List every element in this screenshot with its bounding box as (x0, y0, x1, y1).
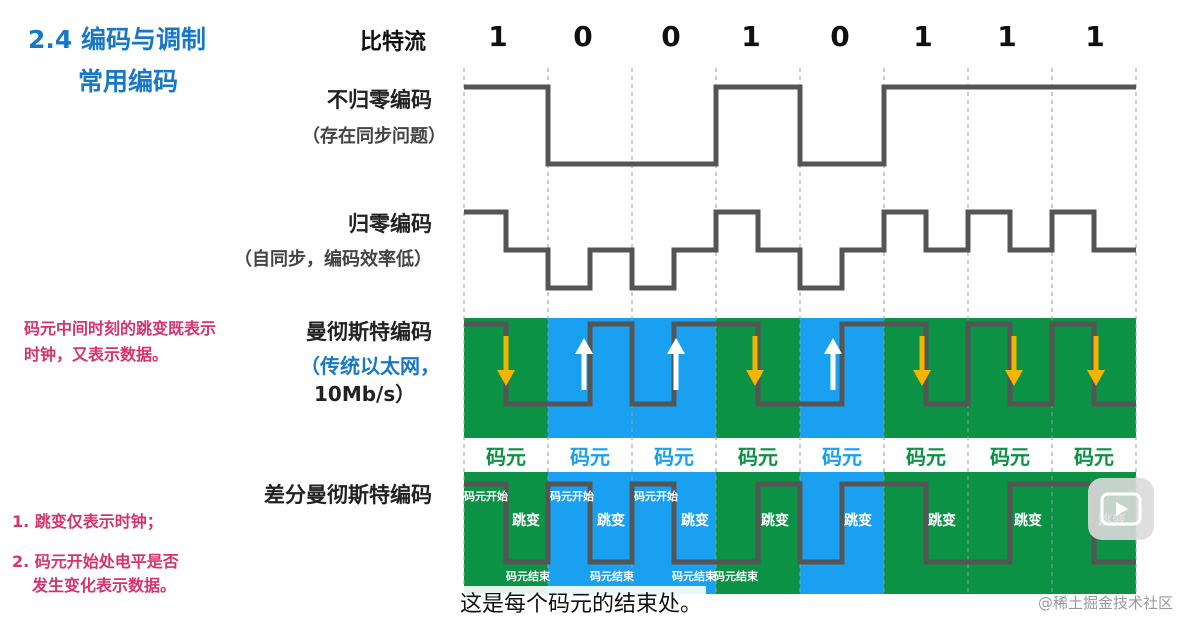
diff-jump-label-5: 跳变 (844, 512, 872, 529)
diff-note-2-line1: 2. 码元开始处电平是否 (12, 552, 179, 571)
rz-note: （自同步，编码效率低） (234, 249, 432, 270)
diff-end-label-3: 码元结束 (672, 569, 717, 583)
diff-end-labels: 码元结束 码元结束 码元结束 码元结束 (506, 569, 759, 583)
up-arrow-icon (575, 338, 593, 390)
bit-7: 1 (997, 20, 1017, 53)
nrz-label: 不归零编码 (327, 88, 432, 112)
symbol-labels: 码元 码元 码元 码元 码元 码元 码元 码元 (486, 445, 1114, 469)
manchester-side-note: 码元中间时刻的跳变既表示 时钟，又表示数据。 (24, 316, 216, 368)
diff-jump-label-7: 跳变 (1014, 512, 1042, 529)
bit-4: 1 (741, 20, 761, 53)
diff-jump-label-1: 跳变 (512, 512, 540, 529)
diff-note-2-line2: 发生变化表示数据。 (32, 576, 177, 595)
watermark: @稀土掘金技术社区 (1038, 594, 1174, 612)
diff-note-2: 2. 码元开始处电平是否 发生变化表示数据。 (12, 550, 179, 598)
bit-6: 1 (913, 20, 933, 53)
bit-3: 0 (661, 20, 681, 53)
manchester-note-line2: 10Mb/s） (314, 382, 416, 406)
diff-start-labels: 码元开始 码元开始 码元开始 (464, 489, 678, 503)
symbol-label-4: 码元 (738, 445, 778, 469)
manchester-side-note-line2: 时钟，又表示数据。 (24, 345, 169, 364)
diff-start-label-1: 码元开始 (464, 489, 508, 503)
diff-end-label-2: 码元结束 (590, 569, 635, 583)
bit-1: 1 (488, 20, 508, 53)
nrz-waveform (464, 84, 1136, 167)
diff-note-1: 1. 跳变仅表示时钟； (12, 512, 163, 531)
manchester-waveform (464, 321, 1136, 407)
diff-jump-label-3: 跳变 (681, 512, 709, 529)
symbol-label-6: 码元 (906, 445, 946, 469)
manchester-side-note-line1: 码元中间时刻的跳变既表示 (24, 319, 217, 338)
nrz-note: （存在同步问题） (302, 126, 446, 147)
manchester-note: （传统以太网， 10Mb/s） (300, 352, 440, 408)
down-arrow-icon (1087, 336, 1105, 386)
bit-2: 0 (573, 20, 593, 53)
symbol-label-8: 码元 (1074, 445, 1114, 469)
section-title: 2.4 编码与调制 (28, 25, 206, 54)
diff-end-label-1: 码元结束 (506, 569, 551, 583)
section-subtitle: 常用编码 (78, 67, 179, 96)
video-play-icon (1088, 478, 1154, 540)
manchester-note-line1: （传统以太网， (300, 354, 440, 378)
diff-jump-label-4: 跳变 (761, 512, 789, 529)
down-arrow-icon (497, 336, 515, 386)
down-arrow-icon (913, 336, 931, 386)
manchester-label: 曼彻斯特编码 (306, 320, 432, 344)
rz-label: 归零编码 (348, 212, 432, 236)
diff-manchester-waveform (464, 481, 1136, 565)
rz-waveform (464, 209, 1136, 291)
diff-end-label-4: 码元结束 (714, 569, 759, 583)
bit-8: 1 (1085, 20, 1105, 53)
diff-start-label-3: 码元开始 (634, 489, 678, 503)
down-arrow-icon (746, 336, 764, 386)
manchester-arrows (497, 336, 1105, 390)
diff-jump-label-6: 跳变 (928, 512, 956, 529)
diff-jump-label-2: 跳变 (597, 512, 625, 529)
symbol-label-7: 码元 (990, 445, 1030, 469)
up-arrow-icon (667, 338, 685, 390)
diff-start-label-2: 码元开始 (550, 489, 594, 503)
video-caption: 这是每个码元的结束处。 (456, 586, 707, 618)
bitstream-label: 比特流 (360, 30, 427, 55)
symbol-label-2: 码元 (570, 445, 610, 469)
symbol-label-5: 码元 (822, 445, 862, 469)
down-arrow-icon (1005, 336, 1023, 386)
symbol-label-3: 码元 (654, 445, 694, 469)
up-arrow-icon (824, 338, 842, 390)
symbol-label-1: 码元 (486, 445, 526, 469)
diff-manchester-label: 差分曼彻斯特编码 (264, 483, 432, 507)
bit-5: 0 (830, 20, 850, 53)
